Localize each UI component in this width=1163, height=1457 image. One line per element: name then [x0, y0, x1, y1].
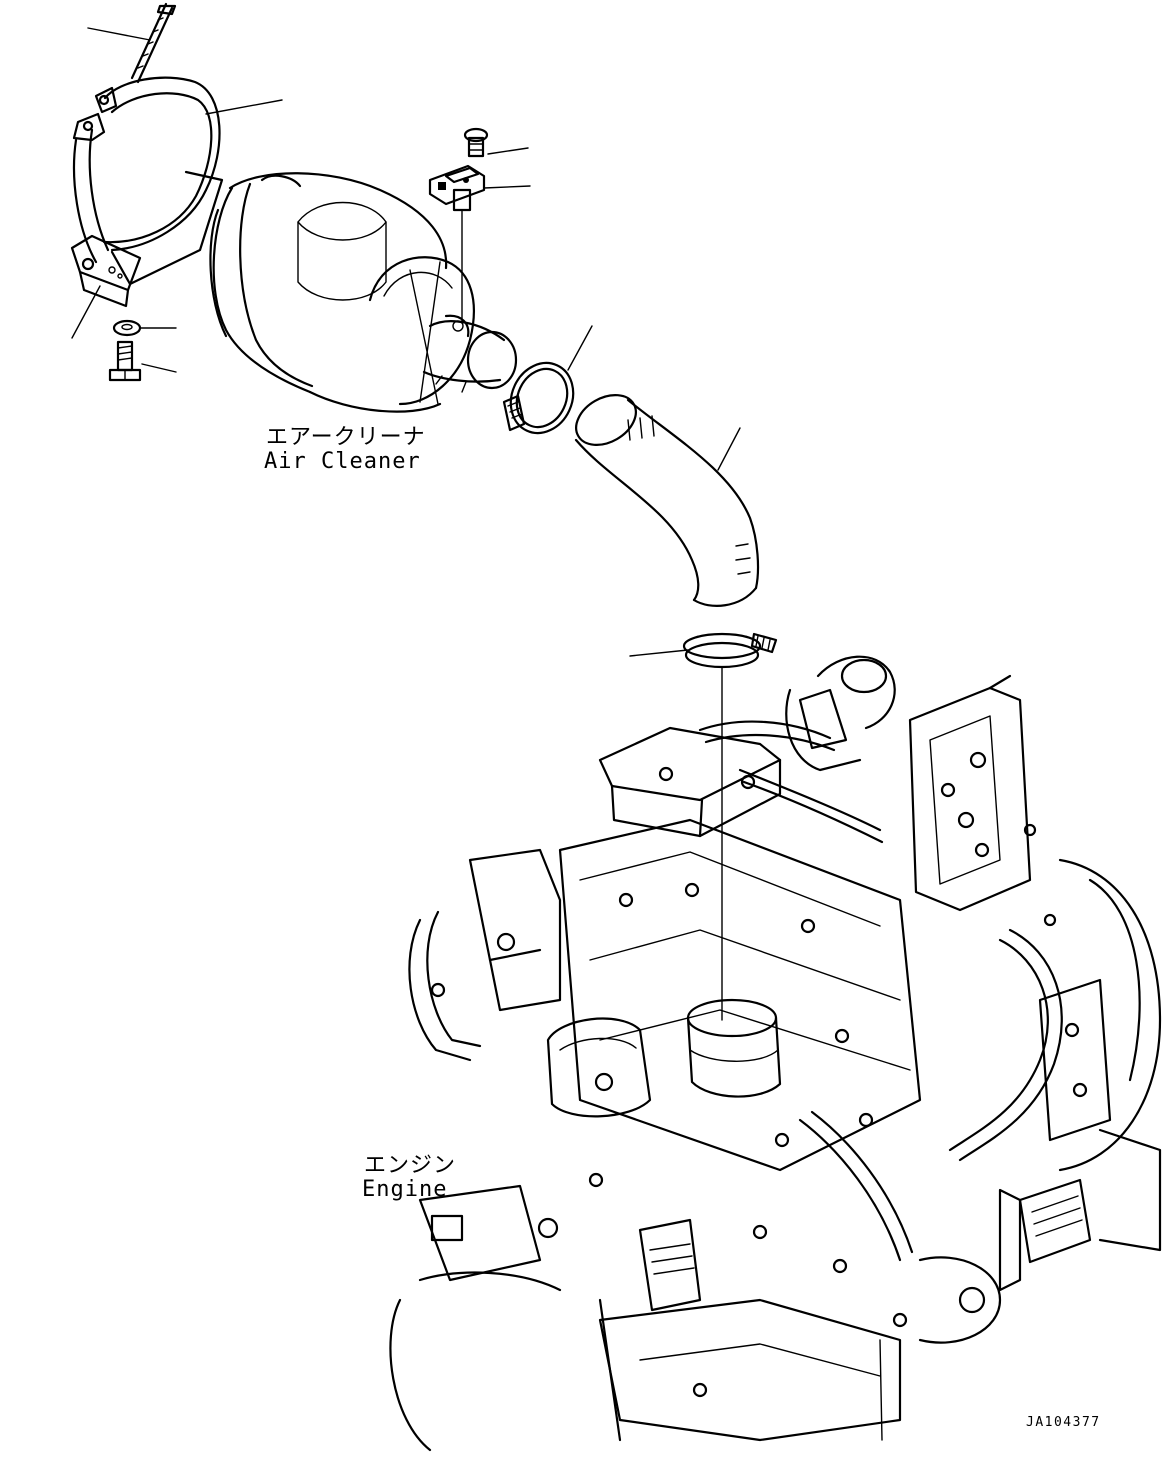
band-clamp-icon — [70, 76, 224, 308]
air-cleaner-label-jp: エアークリーナ — [266, 425, 426, 450]
long-bolt-icon — [130, 2, 177, 84]
leader-line — [629, 649, 689, 657]
leader-line — [71, 285, 101, 339]
leader-line — [205, 99, 283, 115]
drawing-code: JA104377 — [1026, 1415, 1101, 1430]
elbow-hose-icon — [574, 394, 760, 607]
engine-label-jp: エンジン — [364, 1153, 456, 1178]
air-cleaner-icon — [209, 172, 518, 413]
washer-icon — [112, 319, 142, 337]
engine-label-en: Engine — [362, 1177, 447, 1202]
leader-line — [717, 427, 741, 471]
engine-icon — [389, 655, 1162, 1452]
leader-line — [87, 27, 151, 41]
air-cleaner-label-en: Air Cleaner — [264, 449, 421, 474]
leader-line — [483, 185, 531, 189]
leader-line — [567, 325, 593, 371]
leader-line — [141, 363, 177, 373]
hose-clamp-icon — [502, 361, 575, 435]
hose-clamp-icon — [682, 632, 778, 669]
leader-line — [487, 147, 529, 155]
bolt-icon — [463, 127, 489, 158]
bolt-icon — [108, 340, 142, 382]
sensor-icon — [428, 164, 486, 212]
